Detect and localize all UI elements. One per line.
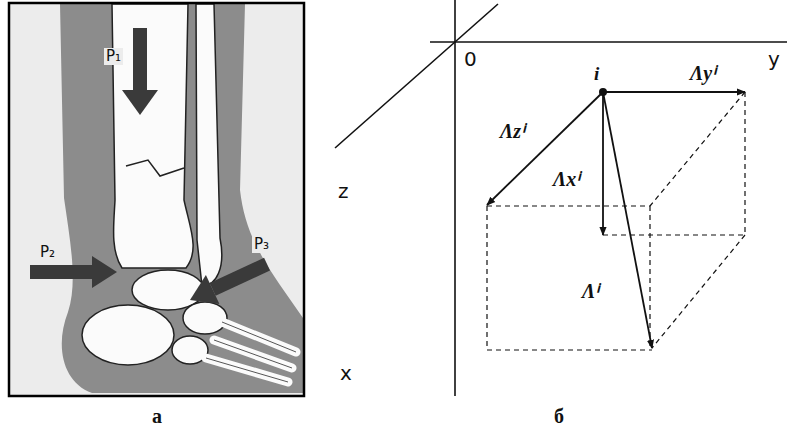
force-label: P₂ bbox=[38, 244, 57, 261]
vector-label: Λyⁱ bbox=[690, 62, 715, 84]
force-label: P₁ bbox=[104, 48, 123, 65]
vector-label: Λxⁱ bbox=[553, 168, 579, 190]
vector-label: Λzⁱ bbox=[500, 120, 524, 142]
dashed-box bbox=[487, 92, 745, 350]
force-label: P₃ bbox=[252, 236, 271, 253]
axis-name: x bbox=[340, 362, 352, 384]
panel-letter: б bbox=[554, 405, 564, 427]
force-arrow bbox=[30, 28, 274, 315]
vector-label: Λⁱ bbox=[580, 280, 600, 302]
coordinate-axes bbox=[335, 0, 787, 396]
point-name: i bbox=[594, 64, 599, 85]
panel-letter: а bbox=[152, 405, 162, 427]
vector-arrow bbox=[487, 92, 745, 348]
axis-name: y bbox=[768, 48, 780, 70]
axis-origin: 0 bbox=[464, 48, 477, 70]
point-dot bbox=[599, 88, 607, 96]
ankle-illustration bbox=[9, 3, 304, 396]
axis-name: z bbox=[338, 180, 349, 202]
